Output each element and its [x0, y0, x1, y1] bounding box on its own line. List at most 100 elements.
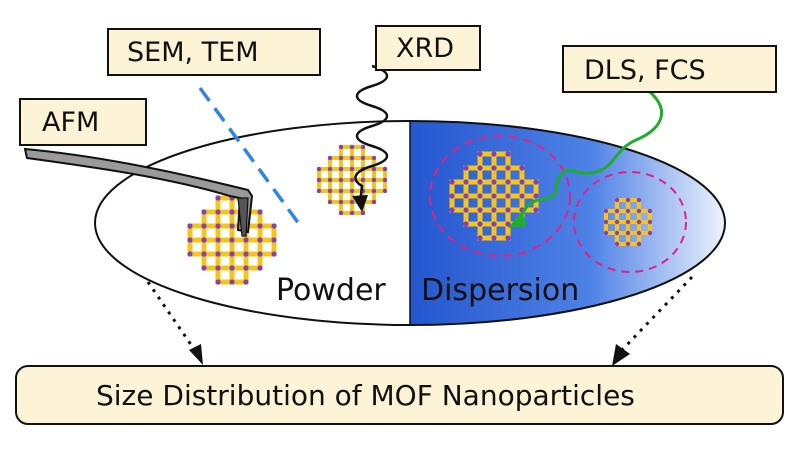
lattice-node	[187, 251, 193, 257]
afm-cantilever-icon	[23, 147, 254, 237]
lattice-node	[636, 230, 642, 236]
lattice-node	[327, 188, 333, 194]
lattice-node	[338, 199, 344, 205]
lattice-node	[647, 219, 653, 225]
lattice-node	[647, 230, 653, 236]
mof-crystal-dispersion-large	[449, 151, 539, 241]
lattice-node	[505, 235, 511, 241]
lattice-node	[371, 199, 377, 205]
afm-box	[19, 98, 147, 146]
lattice-node	[463, 165, 469, 171]
lattice-node	[477, 165, 483, 171]
lattice-node	[271, 251, 277, 257]
lattice-node	[491, 221, 497, 227]
lattice-node	[614, 241, 620, 247]
lattice-node	[636, 197, 642, 203]
lattice-node	[371, 166, 377, 172]
footer-rect	[15, 365, 784, 425]
solvation-halos	[429, 135, 687, 273]
lattice-node	[271, 237, 277, 243]
lattice-node	[463, 221, 469, 227]
lattice-node	[505, 221, 511, 227]
lattice-node	[505, 179, 511, 185]
lattice-node	[229, 279, 235, 285]
lattice-node	[519, 165, 525, 171]
lattice-node	[477, 207, 483, 213]
sem-tem-box	[107, 28, 321, 76]
lattice-node	[316, 166, 322, 172]
lattice-node	[257, 265, 263, 271]
lattice-node	[349, 188, 355, 194]
lattice-node	[603, 208, 609, 214]
dispersion-label: Dispersion	[421, 273, 579, 308]
lattice-node	[229, 209, 235, 215]
lattice-node	[215, 251, 221, 257]
mof-crystal-dispersion-small	[603, 197, 653, 247]
lattice-node	[187, 223, 193, 229]
lattice-node	[349, 166, 355, 172]
lattice-node	[215, 265, 221, 271]
dls-fcs-box	[562, 45, 777, 93]
lattice-node	[477, 193, 483, 199]
lattice-node	[625, 241, 631, 247]
lattice-node	[449, 207, 455, 213]
lattice-node	[603, 219, 609, 225]
lattice-node	[603, 230, 609, 236]
sem-tem-label-box: SEM, TEM	[107, 28, 321, 76]
lattice-node	[215, 209, 221, 215]
footer-box: Size Distribution of MOF Nanoparticles	[15, 365, 784, 425]
lattice-node	[463, 179, 469, 185]
lattice-node	[625, 219, 631, 225]
lattice-node	[257, 209, 263, 215]
dotted-arrow-left	[146, 281, 203, 365]
halo-small	[573, 171, 687, 273]
lattice-node	[533, 193, 539, 199]
xrd-label: XRD	[396, 33, 454, 64]
lattice-node	[257, 223, 263, 229]
lattice-node	[505, 165, 511, 171]
lattice-node	[349, 177, 355, 183]
lattice-node	[229, 237, 235, 243]
dotted-arrow-right	[612, 275, 694, 366]
lattice-node	[201, 223, 207, 229]
ellipse-outline	[94, 120, 726, 326]
lattice-node	[201, 237, 207, 243]
lattice-node	[491, 193, 497, 199]
lattice-node	[533, 179, 539, 185]
lattice-node	[229, 251, 235, 257]
lattice-node	[491, 179, 497, 185]
lattice-node	[382, 177, 388, 183]
lattice-node	[229, 265, 235, 271]
lattice-node	[505, 151, 511, 157]
lattice-node	[477, 235, 483, 241]
lattice-node	[614, 230, 620, 236]
lattice-node	[201, 209, 207, 215]
lattice-node	[349, 155, 355, 161]
lattice-node	[505, 193, 511, 199]
xrd-label-box: XRD	[375, 25, 481, 71]
lattice-node	[327, 177, 333, 183]
lattice-node	[338, 155, 344, 161]
lattice-node	[271, 223, 277, 229]
lattice-node	[338, 166, 344, 172]
lattice-node	[201, 251, 207, 257]
sem-tem-beam	[198, 86, 304, 230]
lattice-node	[371, 155, 377, 161]
lattice-node	[338, 188, 344, 194]
lattice-node	[243, 265, 249, 271]
sem-tem-label: SEM, TEM	[127, 37, 259, 68]
lattice-node	[647, 208, 653, 214]
lattice-node	[614, 197, 620, 203]
dls-fcs-label-box: DLS, FCS	[562, 45, 777, 93]
lattice-node	[201, 265, 207, 271]
lattice-node	[625, 230, 631, 236]
lattice-node	[491, 235, 497, 241]
lattice-node	[349, 144, 355, 150]
lattice-node	[449, 193, 455, 199]
lattice-node	[360, 177, 366, 183]
lattice-node	[519, 193, 525, 199]
lattice-node	[449, 179, 455, 185]
lattice-node	[477, 179, 483, 185]
